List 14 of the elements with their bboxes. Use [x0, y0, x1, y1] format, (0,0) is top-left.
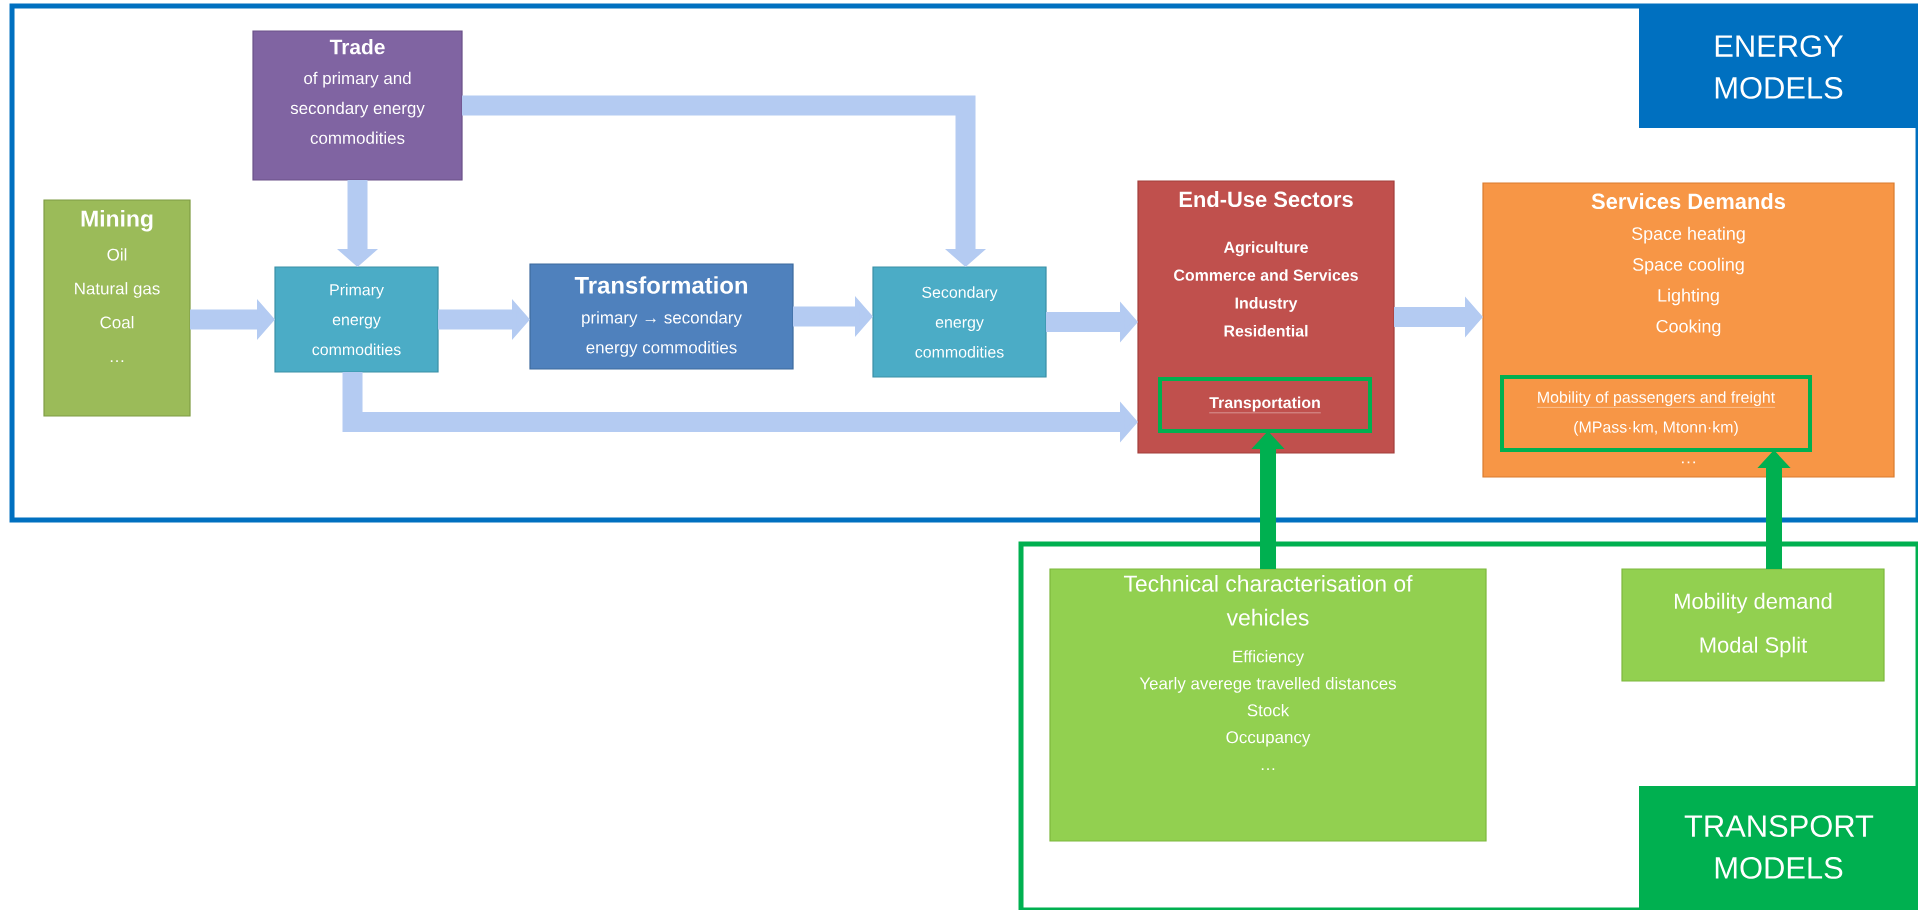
- process-box: Secondary energy commodities: [872, 266, 1047, 378]
- process-box: Primary energy commodities: [274, 266, 439, 373]
- process-box: Mining Oil Natural gas Coal …: [43, 199, 191, 417]
- process-box: Trade of primary and secondary energy commodities: [252, 30, 463, 181]
- highlight-box: Mobility of passengers and freight (MPass·km, Mtonn·km): [1500, 375, 1812, 452]
- corner-label: ENERGY MODELS: [1639, 6, 1918, 128]
- process-box: Transformation primary → secondary energy commodities: [529, 263, 794, 370]
- model-frame: [9, 3, 1918, 523]
- block-arrow: [462, 95, 987, 267]
- process-box: Mobility demand Modal Split: [1621, 568, 1885, 682]
- highlight-box: Transportation: [1158, 377, 1372, 433]
- corner-label: TRANSPORT MODELS: [1639, 786, 1918, 908]
- process-box: Technical characterisation of vehicles Efficiency Yearly averege travelled distances Stock Occupancy …: [1049, 568, 1487, 842]
- model-frame: [1018, 541, 1918, 910]
